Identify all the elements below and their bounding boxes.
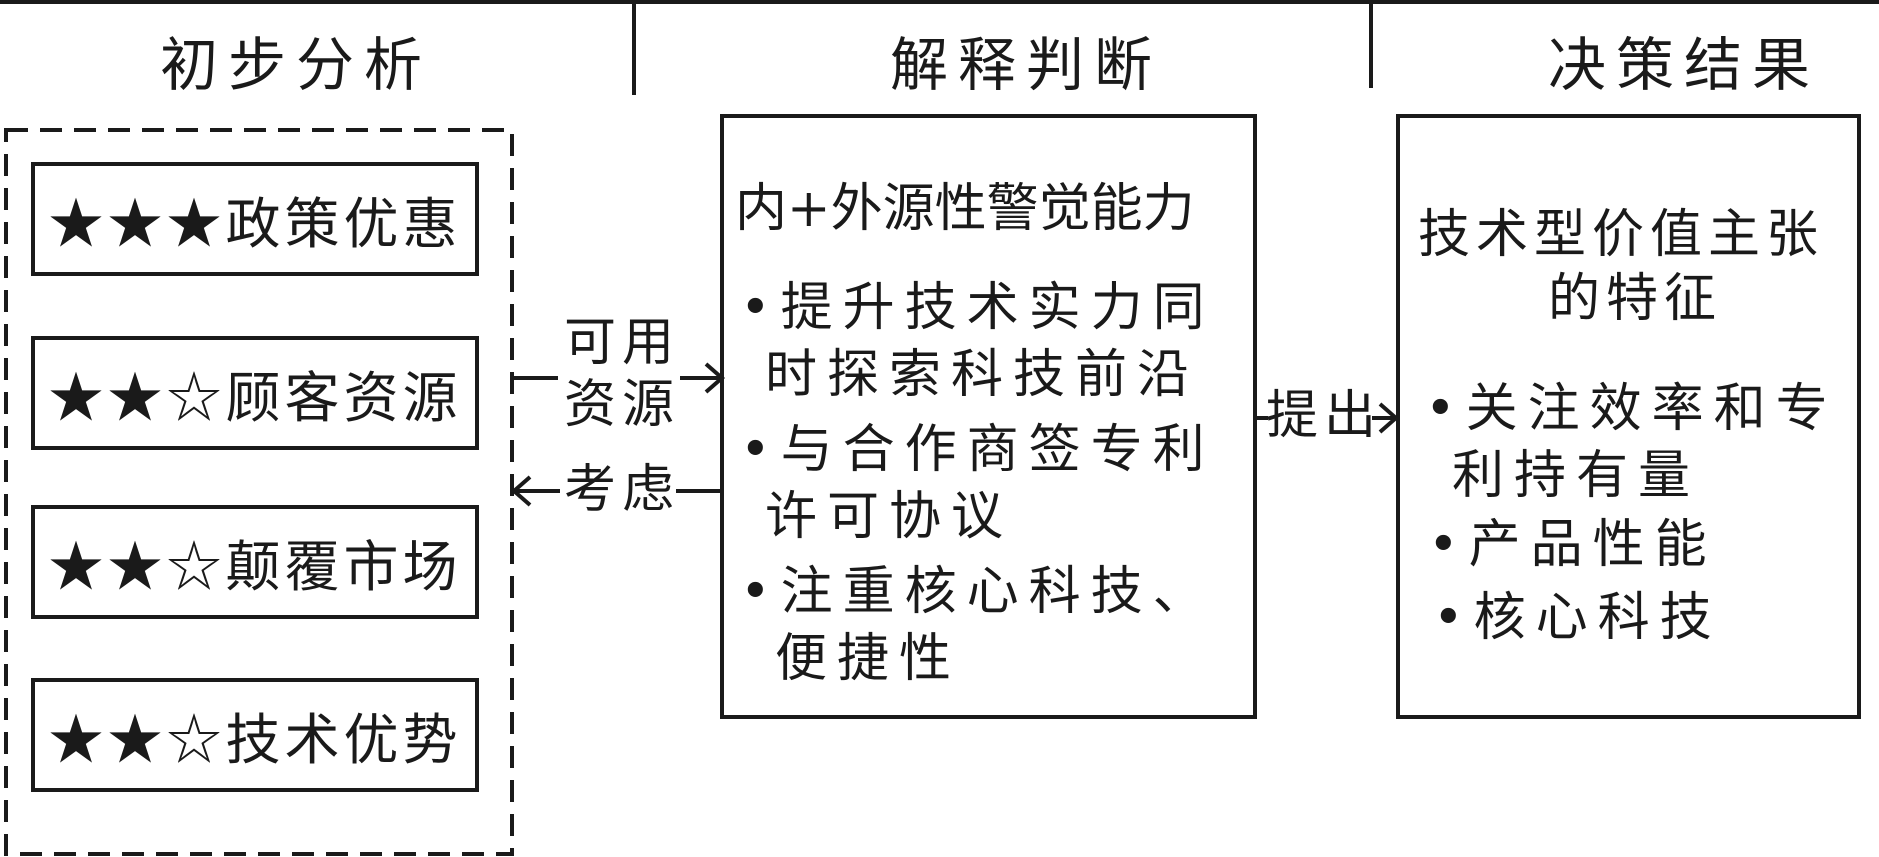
value-proposition-title-line-1: 技术型价值主张 <box>1418 205 1825 265</box>
value-bullet-1-line-2: 利持有量 <box>1452 446 1701 506</box>
alertness-box-title: 内+外源性警觉能力 <box>735 179 1195 239</box>
value-bullet-1-line-1: •关注效率和专 <box>1425 379 1838 439</box>
alertness-bullet-3-line-2: 便捷性 <box>775 629 962 689</box>
factor-box-tech: ★★☆技术优势 <box>31 678 479 792</box>
label-resources: 资源 <box>564 375 681 435</box>
factor-box-policy: ★★★政策优惠 <box>31 162 479 276</box>
alertness-bullet-2-line-2: 许可协议 <box>765 487 1014 547</box>
alertness-bullet-1-line-1: •提升技术实力同 <box>740 278 1215 338</box>
header-decision-result: 决策结果 <box>1548 31 1821 99</box>
value-bullet-3: •核心科技 <box>1433 588 1722 648</box>
label-available: 可用 <box>564 313 681 373</box>
factor-group-dashed-border <box>4 128 514 856</box>
header-initial-analysis: 初步分析 <box>160 31 433 99</box>
alertness-bullet-3-line-1: •注重核心科技、 <box>740 562 1215 622</box>
alertness-bullet-1-line-2: 时探索科技前沿 <box>765 345 1200 405</box>
alertness-bullet-2-line-1: •与合作商签专利 <box>740 420 1215 480</box>
value-proposition-title-line-2: 的特征 <box>1548 269 1723 329</box>
factor-box-disrupt: ★★☆颠覆市场 <box>31 505 479 619</box>
header-interpretation: 解释判断 <box>890 31 1163 99</box>
alertness-box <box>720 114 1257 719</box>
consider-arrow-head <box>510 475 532 507</box>
value-proposition-box <box>1396 114 1861 719</box>
value-bullet-2: •产品性能 <box>1428 515 1717 575</box>
label-consider: 考虑 <box>564 460 681 520</box>
label-propose: 提出 <box>1266 386 1383 446</box>
factor-box-customer: ★★☆顾客资源 <box>31 336 479 450</box>
